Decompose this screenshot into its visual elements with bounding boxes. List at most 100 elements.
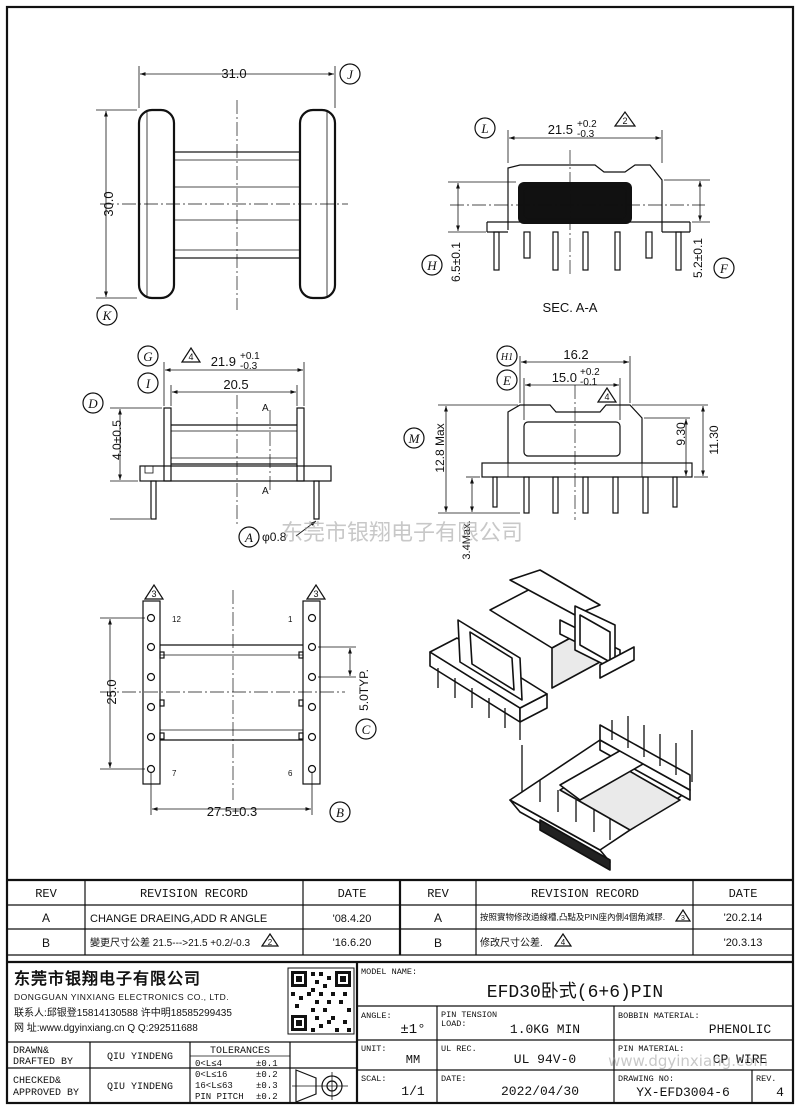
ul-value: UL 94V-0 bbox=[514, 1052, 576, 1067]
rev-left-b-mark-label: 2 bbox=[268, 938, 273, 947]
tol-value-0: ±0.1 bbox=[256, 1059, 278, 1069]
section-marker-top: A bbox=[262, 403, 269, 414]
top-view: 31.0 J 30.0 K bbox=[96, 63, 361, 326]
callout-a bbox=[238, 526, 260, 548]
pin-tension-label-2: LOAD: bbox=[441, 1019, 467, 1029]
section-view: 21.5 +0.2 -0.3 2 L 6.5±0.1 H 5.2±0.1 F S… bbox=[421, 110, 735, 315]
rev-header-left: REV bbox=[35, 887, 57, 901]
company-contact-2: 网 址:www.dgyinxiang.cn Q Q:292511688 bbox=[14, 1021, 198, 1034]
tol-value-3: ±0.2 bbox=[256, 1092, 278, 1102]
callout-e bbox=[496, 369, 518, 391]
record-header-right: REVISION RECORD bbox=[531, 887, 639, 901]
dim-section-width-tol-lo: -0.3 bbox=[577, 129, 595, 140]
model-label: MODEL NAME: bbox=[361, 967, 417, 977]
tol-range-0: 0<L≤4 bbox=[195, 1059, 222, 1069]
rev-left-a-id: A bbox=[42, 911, 50, 925]
rev-triangle-3-right bbox=[305, 583, 327, 600]
drawn-by: QIU YINDENG bbox=[107, 1052, 173, 1063]
callout-d-label: D bbox=[87, 396, 98, 411]
rev-right-a-mark bbox=[674, 908, 692, 922]
rev-right-a-mark-label: 3 bbox=[681, 915, 685, 922]
pin-tension-value: 1.0KG MIN bbox=[510, 1022, 580, 1037]
angle-label: ANGLE: bbox=[361, 1011, 392, 1021]
qr-code bbox=[287, 967, 355, 1035]
rev-left-a-record: CHANGE DRAEING,ADD R ANGLE bbox=[90, 913, 267, 925]
pin-label-7: 7 bbox=[172, 769, 177, 778]
dim-side-total-tol-lo: -0.3 bbox=[240, 361, 258, 372]
date-label: DATE: bbox=[441, 1074, 467, 1084]
side-view: A A 21.9 +0.1 -0.3 4 G 20.5 I 4.0±0.5 D … bbox=[82, 345, 332, 548]
date-header-left: DATE bbox=[338, 887, 367, 901]
dim-front-width: 16.2 bbox=[563, 347, 588, 362]
dim-section-width: 21.5 bbox=[548, 122, 573, 137]
rev-value: 4 bbox=[776, 1085, 784, 1100]
rev-left-b-mark bbox=[260, 932, 280, 947]
dim-side-total-tol-hi: +0.1 bbox=[240, 351, 260, 362]
rev-right-a-date: '20.2.14 bbox=[724, 912, 763, 924]
sheet-border bbox=[5, 5, 795, 1105]
isometric-view-bottom bbox=[509, 716, 693, 871]
pin-label-12: 12 bbox=[172, 615, 181, 624]
dim-side-inner: 20.5 bbox=[223, 377, 248, 392]
callout-h bbox=[421, 254, 443, 276]
pin-material-value: CP WIRE bbox=[713, 1052, 768, 1067]
tolerances-label: TOLERANCES bbox=[210, 1046, 270, 1057]
scale-label: SCAL: bbox=[361, 1074, 387, 1084]
bottom-view: 12 1 7 6 3 3 25.0 5.0TYP. C 27.5±0.3 B bbox=[100, 583, 377, 823]
dim-top-width: 31.0 bbox=[221, 66, 246, 81]
callout-h-label: H bbox=[426, 258, 437, 273]
revision-table: REV REVISION RECORD DATE REV REVISION RE… bbox=[7, 878, 793, 956]
unit-label: UNIT: bbox=[361, 1044, 387, 1054]
date-value: 2022/04/30 bbox=[501, 1084, 579, 1099]
callout-m-label: M bbox=[408, 431, 421, 446]
pin-material-label: PIN MATERIAL: bbox=[618, 1044, 684, 1054]
callout-k-label: K bbox=[102, 308, 113, 323]
tol-range-2: 16<L≤63 bbox=[195, 1081, 233, 1091]
checked-label-1: CHECKED& bbox=[13, 1076, 61, 1087]
dim-bottom-pitch: 5.0TYP. bbox=[357, 669, 371, 711]
checked-by: QIU YINDENG bbox=[107, 1082, 173, 1093]
section-title: SEC. A-A bbox=[543, 300, 598, 315]
dim-front-inner: 15.0 bbox=[552, 370, 577, 385]
rev-triangle-3-left-label: 3 bbox=[151, 589, 156, 599]
rev-right-b-id: B bbox=[434, 936, 442, 950]
dim-front-inner-tol-hi: +0.2 bbox=[580, 367, 600, 378]
callout-a-label: A bbox=[244, 530, 253, 545]
rev-left-b-date: '16.6.20 bbox=[333, 937, 372, 949]
callout-b bbox=[329, 801, 351, 823]
tol-value-2: ±0.3 bbox=[256, 1081, 278, 1091]
bobbin-material-value: PHENOLIC bbox=[709, 1022, 772, 1037]
rev-triangle-4-front bbox=[596, 386, 618, 403]
callout-j-label: J bbox=[347, 67, 354, 82]
callout-f-label: F bbox=[719, 261, 729, 276]
model-value: EFD30卧式(6+6)PIN bbox=[487, 981, 663, 1003]
dim-front-max-height: 12.8 Max bbox=[433, 423, 447, 472]
watermark-company: 东莞市银翔电子有限公司 bbox=[281, 521, 523, 546]
callout-l bbox=[474, 117, 496, 139]
rev-right-a-id: A bbox=[434, 911, 442, 925]
dim-front-h1: 9.30 bbox=[674, 422, 688, 446]
callout-m bbox=[403, 427, 425, 449]
drawing-no-label: DRAWING NO: bbox=[618, 1074, 674, 1084]
bobbin-material-label: BOBBIN MATERIAL: bbox=[618, 1011, 700, 1021]
unit-value: MM bbox=[406, 1053, 420, 1067]
rev-triangle-2 bbox=[613, 110, 637, 127]
rev-triangle-4-front-label: 4 bbox=[604, 392, 609, 402]
rev-triangle-4-side bbox=[180, 346, 202, 363]
dim-bottom-width: 27.5±0.3 bbox=[207, 804, 258, 819]
tol-value-1: ±0.2 bbox=[256, 1070, 278, 1080]
rev-right-b-mark bbox=[553, 932, 573, 947]
watermark-url: www.dgyinxiang.com bbox=[608, 1052, 768, 1070]
callout-h1 bbox=[496, 345, 518, 367]
dim-top-height: 30.0 bbox=[101, 191, 116, 216]
drawn-label-1: DRAWN& bbox=[13, 1046, 49, 1057]
rev-triangle-4-side-label: 4 bbox=[188, 352, 193, 362]
callout-i bbox=[137, 372, 159, 394]
rev-right-b-date: '20.3.13 bbox=[724, 937, 763, 949]
dim-front-pin-max: 3.4Max. bbox=[461, 520, 473, 559]
ul-label: UL REC. bbox=[441, 1044, 477, 1054]
rev-label: REV. bbox=[756, 1074, 776, 1084]
callout-g bbox=[137, 345, 159, 367]
angle-value: ±1° bbox=[400, 1022, 425, 1038]
date-header-right: DATE bbox=[729, 887, 758, 901]
